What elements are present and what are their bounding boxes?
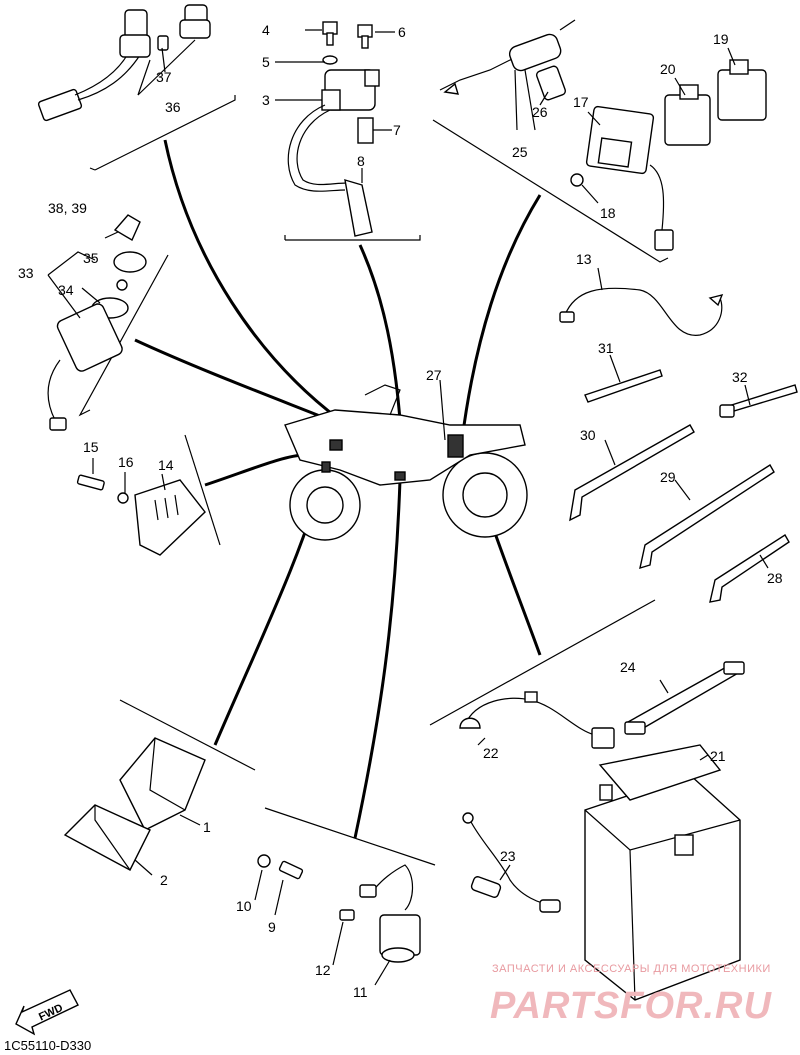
callout-36: 36: [165, 99, 181, 115]
callout-35: 35: [83, 250, 99, 266]
sub-harness-36: [37, 4, 211, 122]
callout-31: 31: [598, 340, 614, 356]
watermark: ЗАПЧАСТИ И АКСЕССУАРЫ ДЛЯ МОТОТЕХНИКИ PA…: [490, 963, 772, 1027]
callout-16: 16: [118, 454, 134, 470]
callout-labels: 1 2 3 4 5 6 7 8 9 10 11 12 13 14 15 16 1…: [18, 22, 783, 1000]
callout-9: 9: [268, 919, 276, 935]
cdi-unit-group: [63, 737, 206, 876]
diagram-code: 1C55110-D330: [4, 1038, 91, 1053]
ignition-coil: [275, 21, 395, 237]
main-switch-group: [47, 214, 147, 431]
callout-13: 13: [576, 251, 592, 267]
starter-relay-group: [439, 19, 767, 251]
group-frames: [78, 95, 669, 866]
callout-28: 28: [767, 570, 783, 586]
wire-and-ties: [559, 267, 798, 603]
callout-11: 11: [353, 984, 368, 1000]
callout-21: 21: [710, 748, 726, 764]
callout-18: 18: [600, 205, 616, 221]
callout-3: 3: [262, 92, 270, 108]
callout-20: 20: [660, 61, 676, 77]
rectifier-group: [76, 458, 206, 556]
watermark-tagline: ЗАПЧАСТИ И АКСЕССУАРЫ ДЛЯ МОТОТЕХНИКИ: [492, 963, 771, 975]
callout-17: 17: [573, 94, 589, 110]
callout-24: 24: [620, 659, 636, 675]
callout-5: 5: [262, 54, 270, 70]
fwd-arrow: FWD: [15, 989, 79, 1036]
callout-15: 15: [83, 439, 99, 455]
callout-30: 30: [580, 427, 596, 443]
callout-22: 22: [483, 745, 499, 761]
callout-14: 14: [158, 457, 174, 473]
callout-7: 7: [393, 122, 401, 138]
callout-32: 32: [732, 369, 748, 385]
callout-27: 27: [426, 367, 442, 383]
callout-4: 4: [262, 22, 270, 38]
callout-23: 23: [500, 848, 516, 864]
callout-38-39: 38, 39: [48, 200, 87, 216]
callout-6: 6: [398, 24, 406, 40]
callout-8: 8: [357, 153, 365, 169]
callout-2: 2: [160, 872, 168, 888]
callout-25: 25: [512, 144, 528, 160]
callout-29: 29: [660, 469, 676, 485]
callout-1: 1: [203, 819, 211, 835]
sensor-group: [254, 854, 421, 986]
callout-37: 37: [156, 69, 172, 85]
callout-12: 12: [315, 962, 331, 978]
group-leader-lines: [134, 139, 542, 839]
callout-33: 33: [18, 265, 34, 281]
watermark-brand: PARTSFOR.RU: [490, 985, 772, 1027]
battery-group: [459, 661, 745, 1001]
callout-19: 19: [713, 31, 729, 47]
callout-34: 34: [58, 282, 74, 298]
callout-26: 26: [532, 104, 548, 120]
callout-10: 10: [236, 898, 252, 914]
atv-silhouette: [284, 379, 528, 541]
